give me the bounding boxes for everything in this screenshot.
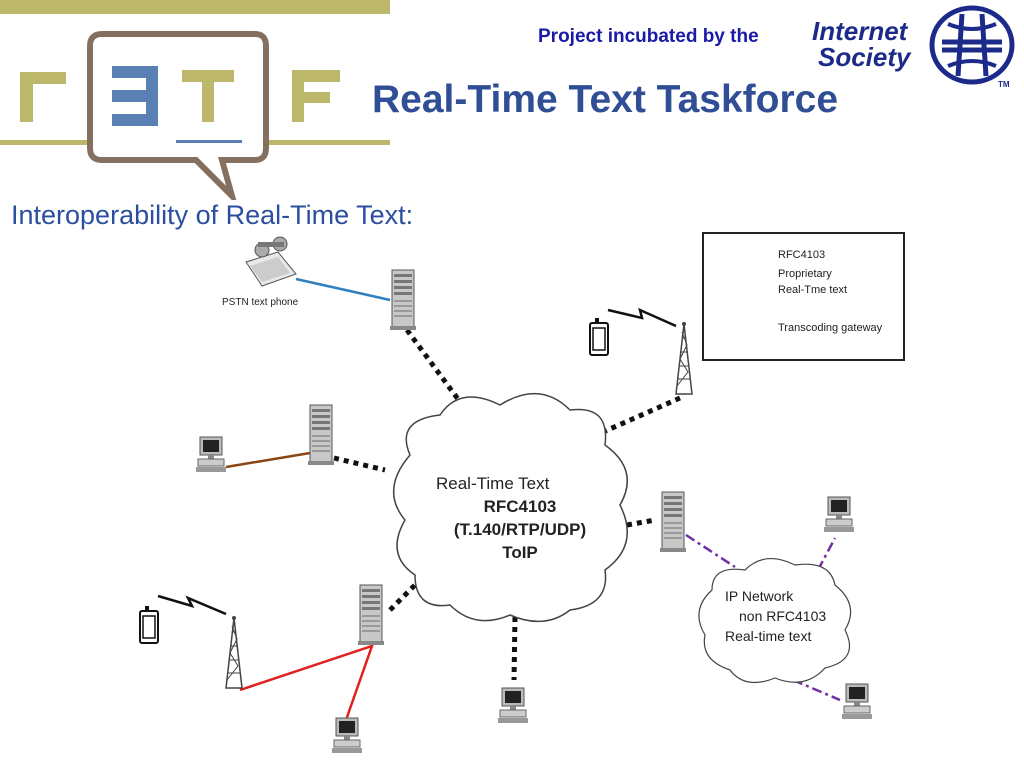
isoc-logo-text-society: Society <box>818 42 911 72</box>
cell-tower-right <box>675 321 693 395</box>
legend-rfc4103: RFC4103 <box>778 249 826 261</box>
gateway-server-right <box>659 491 687 553</box>
legend-transcoding-gateway: Transcoding gateway <box>778 322 883 334</box>
cloud-line-2: RFC4103 <box>483 497 557 516</box>
pstn-text-phone-icon <box>245 236 297 287</box>
gateway-server-left <box>307 404 335 466</box>
wireless-signal-icon-left <box>157 594 227 616</box>
isoc-logo-text-internet: Internet <box>812 16 908 46</box>
isoc-trademark: TM <box>998 80 1010 89</box>
mobile-phone-right <box>589 317 609 356</box>
cloud-line-1: Real-Time Text <box>436 474 550 493</box>
r3tf-logo-icon <box>20 31 340 200</box>
ip-network-cloud <box>698 558 852 684</box>
ip-network-label: IP Network non RFC4103 Real-time text <box>725 586 855 646</box>
pc-right-bottom <box>841 683 873 720</box>
pc-left <box>195 436 227 473</box>
proprietary-links <box>225 277 391 721</box>
cloud-line-3: (T.140/RTP/UDP) <box>453 520 587 539</box>
gateway-server-top <box>389 269 417 331</box>
realtime-text-links <box>685 533 841 702</box>
pc-right-top <box>823 496 855 533</box>
ipnet-line-2: non RFC4103 <box>739 608 827 624</box>
ipnet-line-1: IP Network <box>725 588 794 604</box>
legend-proprietary: Proprietary <box>778 268 832 280</box>
incubated-text: Project incubated by the <box>538 26 759 47</box>
rfc4103-links <box>333 328 682 681</box>
wireless-signal-icon-right <box>607 307 677 328</box>
page-title: Real-Time Text Taskforce <box>372 78 839 121</box>
legend-realtime-text: Real-Tme text <box>778 284 848 296</box>
pc-bottom-left <box>331 717 363 754</box>
ipnet-line-3: Real-time text <box>725 628 812 644</box>
pc-bottom <box>497 687 529 724</box>
pstn-text-phone-label: PSTN text phone <box>222 297 299 308</box>
page-subtitle: Interoperability of Real-Time Text: <box>11 200 414 230</box>
legend <box>702 232 905 361</box>
cell-tower-left <box>225 615 243 689</box>
rtt-cloud <box>392 393 628 623</box>
gateway-server-bottom <box>357 584 385 646</box>
isoc-globe-icon <box>929 5 1015 85</box>
cloud-line-4: ToIP <box>502 543 538 562</box>
mobile-phone-left <box>139 605 159 644</box>
logo-top-bar <box>0 0 390 14</box>
rtt-cloud-label: Real-Time Text RFC4103 (T.140/RTP/UDP) T… <box>420 472 620 564</box>
